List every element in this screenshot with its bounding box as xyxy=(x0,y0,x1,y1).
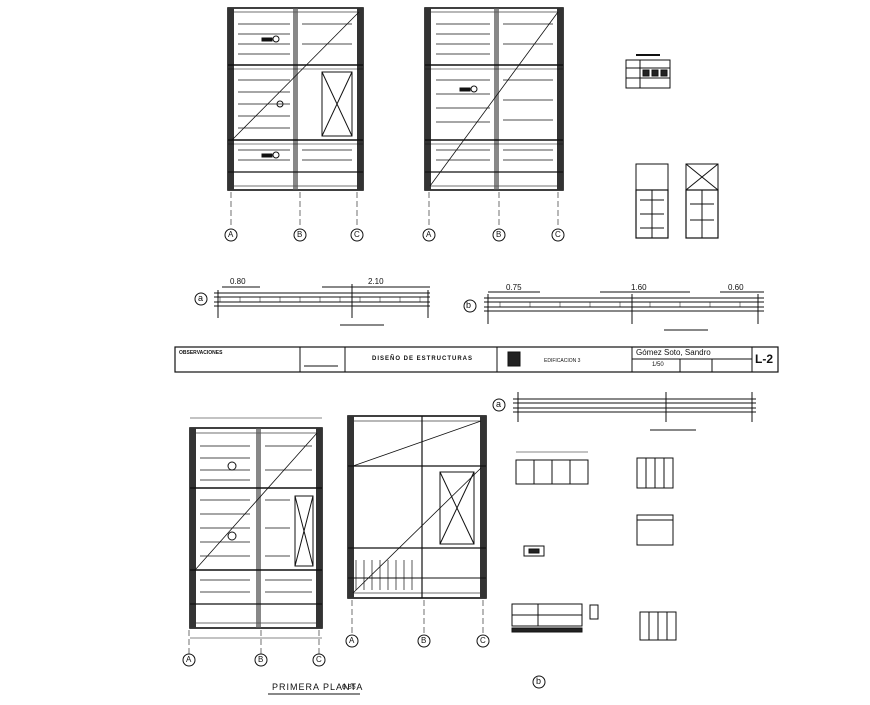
axis-label-c: C xyxy=(354,230,360,239)
section-marker-a: a xyxy=(198,293,204,303)
key-plan-right xyxy=(685,163,719,239)
key-plan-left xyxy=(635,163,669,239)
axis-label-c: C xyxy=(555,230,561,239)
first-floor-dimension: 6.85 xyxy=(342,684,356,691)
axis-label-b: B xyxy=(421,636,427,645)
axis-label-a: A xyxy=(186,655,192,664)
stair-details xyxy=(511,451,677,689)
dimension-2-10: 2.10 xyxy=(368,277,384,286)
dimension-0-80: 0.80 xyxy=(230,277,246,286)
first-floor-title: PRIMERA PLANTA xyxy=(272,682,364,692)
axis-label-a: A xyxy=(349,636,355,645)
author-name: Gómez Soto, Sandro xyxy=(636,348,711,357)
legend-table xyxy=(625,54,671,89)
title-block-frame xyxy=(174,346,779,373)
axis-label-a: A xyxy=(228,230,234,239)
top-middle-floor-plan xyxy=(422,7,565,242)
section-marker-b: b xyxy=(466,300,472,310)
first-floor-plan xyxy=(182,417,360,695)
axis-bubble-a xyxy=(224,228,238,242)
scale-value: 1/50 xyxy=(652,362,664,368)
axis-label-b: B xyxy=(297,230,303,239)
drawing-title: DISEÑO DE ESTRUCTURAS xyxy=(372,356,474,362)
section-b-beam xyxy=(463,291,764,331)
dimension-1-60: 1.60 xyxy=(631,283,647,292)
axis-bubble-c xyxy=(350,228,364,242)
section-a-beam-2 xyxy=(492,392,756,431)
section-a-beam xyxy=(194,284,430,326)
axis-label-c: C xyxy=(480,636,486,645)
axis-label-b: B xyxy=(496,230,502,239)
dimension-0-75: 0.75 xyxy=(506,283,522,292)
bottom-middle-plan xyxy=(345,415,490,648)
sheet-number: L-2 xyxy=(755,352,773,366)
section-marker-a: a xyxy=(496,399,502,409)
title-block-remarks-label: OBSERVACIONES xyxy=(179,350,223,356)
top-left-floor-plan xyxy=(224,7,364,242)
axis-bubble-b xyxy=(293,228,307,242)
axis-label-a: A xyxy=(426,230,432,239)
axis-label-b: B xyxy=(258,655,264,664)
detail-marker-b: b xyxy=(536,676,542,686)
axis-label-c: C xyxy=(316,655,322,664)
dimension-0-60: 0.60 xyxy=(728,283,744,292)
building-name: EDIFICACION 3 xyxy=(544,358,581,364)
